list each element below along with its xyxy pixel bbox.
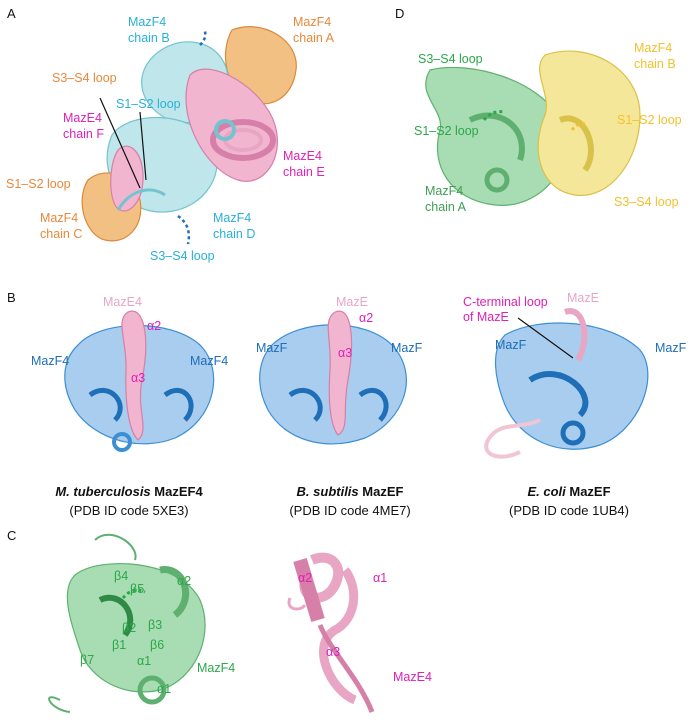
c-mazf4-b1: β1 xyxy=(112,638,126,652)
b3-caption-title: E. coli MazEF xyxy=(527,484,610,499)
label-s1s2-loop-green: S1–S2 loop xyxy=(414,124,479,138)
green-dotted-loop xyxy=(482,110,505,121)
mazef-ecoli-maze-ribbon xyxy=(564,308,588,362)
panel-c-mazf4-structure xyxy=(48,533,206,713)
b1-maze-label: MazE4 xyxy=(103,295,142,309)
panel-c-letter: C xyxy=(7,528,16,543)
panel-d-letter: D xyxy=(395,6,404,21)
c-mazf4-b6: β6 xyxy=(150,638,164,652)
c-mazf4-a2: α2 xyxy=(177,574,191,588)
label-s3s4-loop-green: S3–S4 loop xyxy=(418,52,483,66)
b2-mazf-left-label: MazF xyxy=(256,341,288,355)
panel-b: B MazE4 α2 α3 MazF4 MazF4 M. tuberculosi… xyxy=(7,290,687,518)
b2-maze-label: MazE xyxy=(336,295,368,309)
label-s3s4-loop-cyan: S3–S4 loop xyxy=(150,249,215,263)
b1-mazf-right-label: MazF4 xyxy=(190,354,228,368)
panel-b-structure-3 xyxy=(484,308,649,459)
s3s4-pointer-line xyxy=(99,97,141,189)
mazf4-chain-a-ribbon xyxy=(425,66,566,206)
b1-alpha2-label: α2 xyxy=(147,319,161,333)
b2-alpha3-label: α3 xyxy=(338,346,352,360)
label-s3s4-loop-yellow: S3–S4 loop xyxy=(614,195,679,209)
label-s1s2-loop-orange: S1–S2 loop xyxy=(6,177,71,191)
panel-c: C β4 β5 α2 β2 β3 β1 β6 β7 α1 α1 MazF4 xyxy=(7,528,432,713)
label-s1s2-loop-yellow: S1–S2 loop xyxy=(617,113,682,127)
c-mazf4-b2: β2 xyxy=(122,621,136,635)
c-term-pointer-line xyxy=(517,317,574,359)
label-s1s2-loop-cyan: S1–S2 loop xyxy=(116,97,181,111)
panel-b-letter: B xyxy=(7,290,16,305)
c-mazf4-b3: β3 xyxy=(148,618,162,632)
label-s3s4-loop-orange: S3–S4 loop xyxy=(52,71,117,85)
b1-caption-pdb: (PDB ID code 5XE3) xyxy=(69,503,188,518)
panel-b-structure-1 xyxy=(64,310,215,452)
chain-e-helix xyxy=(210,119,276,161)
b1-alpha3-label: α3 xyxy=(131,371,145,385)
mazf4-chain-b-ribbon xyxy=(537,50,641,196)
c-maze4-a1: α1 xyxy=(373,571,387,585)
yellow-dotted-loop xyxy=(570,122,587,131)
chain-d-dotted-loop xyxy=(177,214,191,245)
mazef-ecoli-mazf-ribbon xyxy=(494,322,649,450)
c-maze4-a3: α3 xyxy=(326,645,340,659)
c-mazf4-a1-second: α1 xyxy=(157,682,171,696)
b2-mazf-right-label: MazF xyxy=(391,341,423,355)
c-maze4-a2: α2 xyxy=(298,571,312,585)
panel-b-structure-2 xyxy=(259,310,407,445)
b3-mazf-left-label: MazF xyxy=(495,338,527,352)
b3-mazf-right-label: MazF xyxy=(655,341,687,355)
b1-mazf-left-label: MazF4 xyxy=(31,354,69,368)
chain-b-dotted-loop xyxy=(199,28,207,46)
c-maze4-name: MazE4 xyxy=(393,670,432,684)
b1-caption-title: M. tuberculosis MazEF4 xyxy=(55,484,203,499)
mazef-bsub-maze-ribbon xyxy=(327,310,353,436)
s1s2-pointer-line xyxy=(139,111,147,181)
b2-caption-title: B. subtilis MazEF xyxy=(297,484,404,499)
panel-c-maze4-structure xyxy=(287,552,375,713)
panel-a-structure xyxy=(81,26,297,245)
c-mazf4-b5: β5 xyxy=(130,582,144,596)
b2-alpha2-label: α2 xyxy=(359,311,373,325)
c-mazf4-b7: β7 xyxy=(80,653,94,667)
panel-d-structure xyxy=(425,50,641,206)
c-mazf4-name: MazF4 xyxy=(197,661,235,675)
c-mazf4-b4: β4 xyxy=(114,569,128,583)
panel-a-letter: A xyxy=(7,6,16,21)
c-mazf4-a1: α1 xyxy=(137,654,151,668)
mazef4-maze-ribbon xyxy=(121,310,147,441)
b3-caption-pdb: (PDB ID code 1UB4) xyxy=(509,503,629,518)
b2-caption-pdb: (PDB ID code 4ME7) xyxy=(289,503,410,518)
b3-maze-label: MazE xyxy=(567,291,599,305)
